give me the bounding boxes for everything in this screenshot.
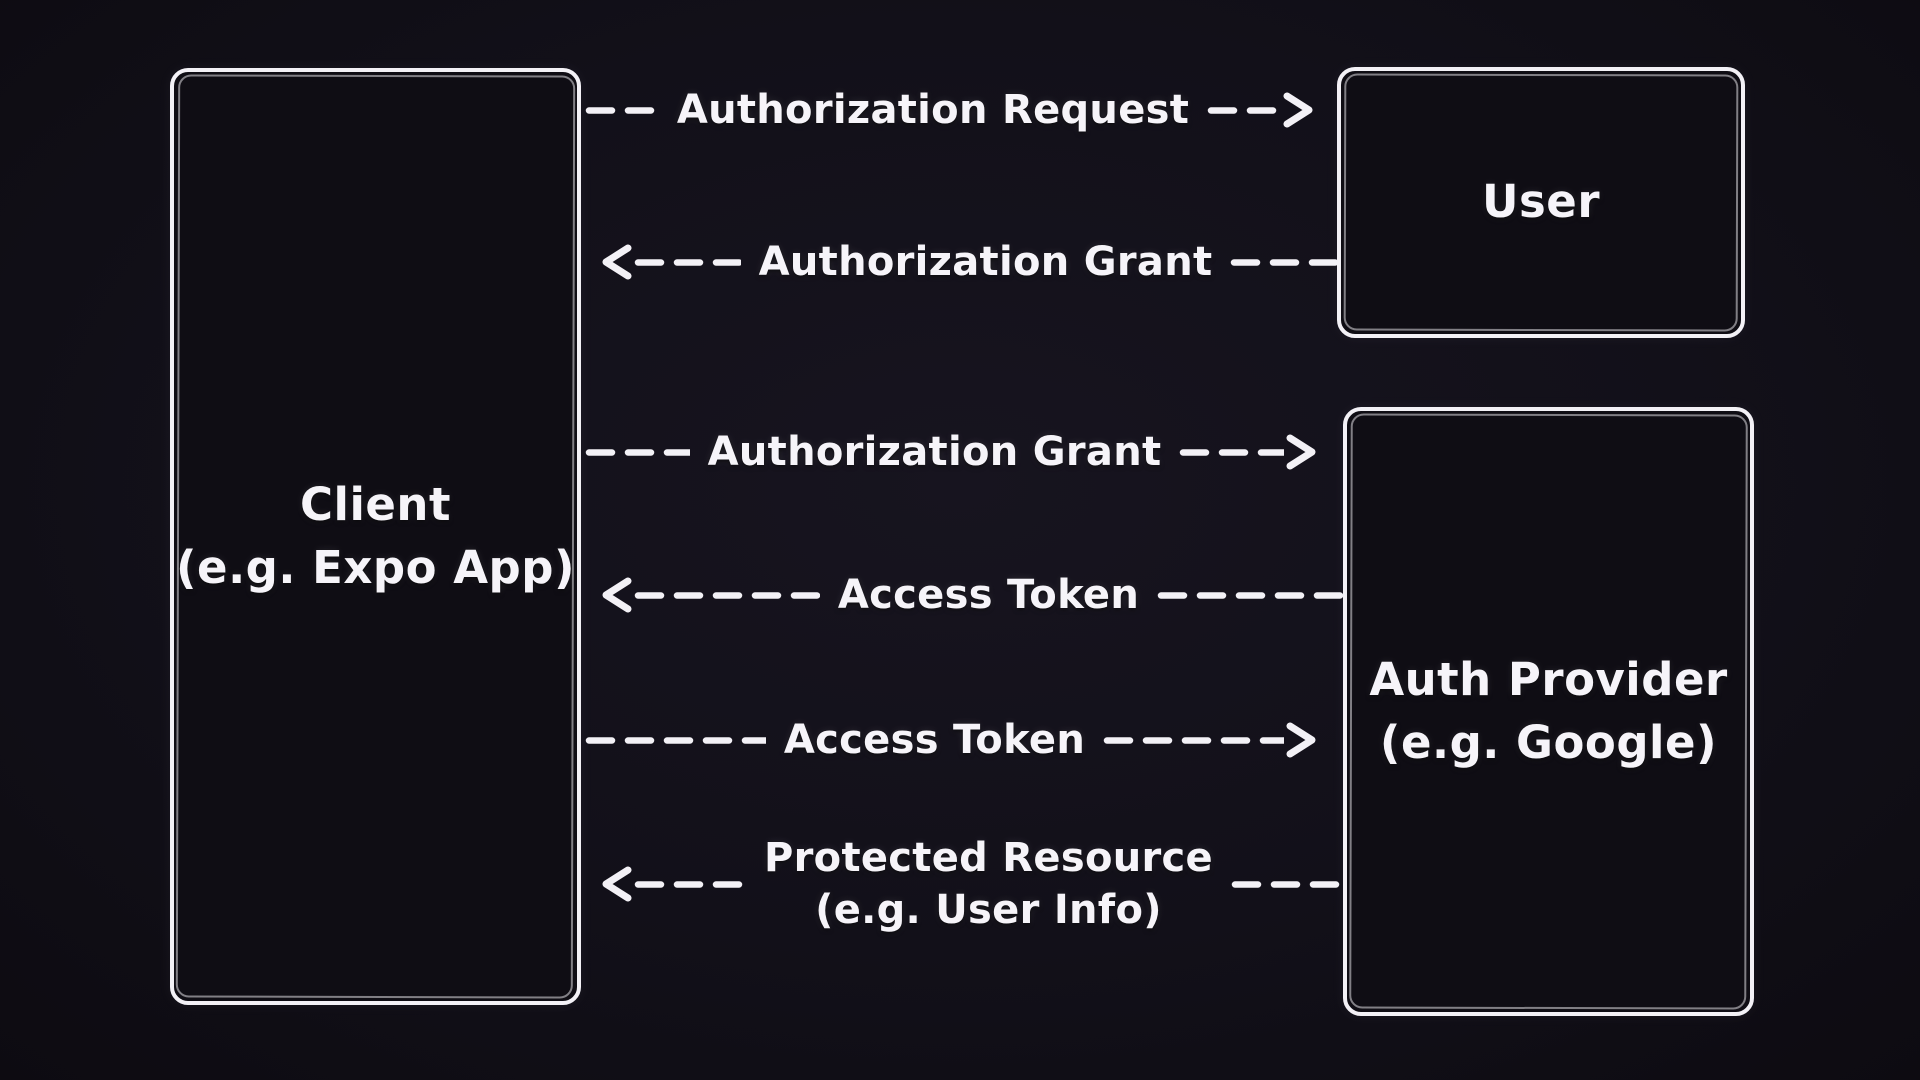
arrow-label-line: Access Token bbox=[783, 717, 1086, 763]
arrowhead-right-icon bbox=[1286, 434, 1316, 470]
arrow-label: Access Token bbox=[820, 569, 1157, 621]
arrow-access-token-from-provider: Access Token bbox=[600, 561, 1343, 629]
dashed-line bbox=[634, 256, 741, 269]
arrow-authorization-grant-to-provider: Authorization Grant bbox=[585, 418, 1318, 486]
arrow-access-token-to-provider: Access Token bbox=[585, 706, 1318, 774]
dashed-line bbox=[1103, 734, 1284, 747]
dashed-line bbox=[585, 104, 659, 117]
dashed-line bbox=[634, 878, 747, 891]
arrow-label-line: Authorization Grant bbox=[758, 239, 1213, 285]
dashed-line bbox=[1231, 878, 1343, 891]
user-title: User bbox=[1481, 175, 1601, 229]
auth-provider-subtitle: (e.g. Google) bbox=[1379, 715, 1718, 769]
arrowhead-right-icon bbox=[1283, 92, 1313, 128]
arrow-label-line: Authorization Grant bbox=[707, 429, 1162, 475]
arrow-label: Access Token bbox=[766, 714, 1103, 766]
arrow-label-line: Protected Resource bbox=[764, 835, 1213, 881]
auth-provider-title: Auth Provider bbox=[1369, 653, 1728, 707]
arrowhead-right-icon bbox=[1286, 722, 1316, 758]
dashed-line bbox=[1157, 589, 1343, 602]
client-title: Client bbox=[300, 478, 451, 532]
auth-provider-box-label: Auth Provider (e.g. Google) bbox=[1369, 649, 1727, 773]
dashed-line bbox=[585, 734, 766, 747]
auth-provider-box: Auth Provider (e.g. Google) bbox=[1343, 407, 1754, 1016]
arrowhead-left-icon bbox=[602, 577, 632, 613]
user-box-label: User bbox=[1482, 171, 1600, 233]
arrow-protected-resource: Protected Resource (e.g. User Info) bbox=[600, 822, 1343, 946]
dashed-line bbox=[634, 589, 820, 602]
client-box-label: Client (e.g. Expo App) bbox=[176, 474, 575, 598]
dashed-line bbox=[585, 446, 690, 459]
arrow-authorization-grant-from-user: Authorization Grant bbox=[600, 228, 1338, 296]
arrow-label: Authorization Request bbox=[659, 84, 1207, 136]
user-box: User bbox=[1337, 67, 1745, 338]
arrow-label-line: Authorization Request bbox=[676, 87, 1190, 133]
dashed-line bbox=[1230, 256, 1338, 269]
arrow-label: Authorization Grant bbox=[690, 426, 1180, 478]
arrow-label: Authorization Grant bbox=[741, 236, 1231, 288]
arrow-label-line: Access Token bbox=[837, 572, 1140, 618]
client-box: Client (e.g. Expo App) bbox=[170, 68, 581, 1005]
client-subtitle: (e.g. Expo App) bbox=[175, 540, 576, 594]
dashed-line bbox=[1179, 446, 1285, 459]
arrow-label: Protected Resource (e.g. User Info) bbox=[746, 832, 1231, 936]
arrow-authorization-request: Authorization Request bbox=[585, 76, 1315, 144]
arrowhead-left-icon bbox=[602, 244, 632, 280]
arrowhead-left-icon bbox=[602, 866, 632, 902]
arrow-label-line: (e.g. User Info) bbox=[815, 887, 1162, 933]
dashed-line bbox=[1207, 104, 1281, 117]
